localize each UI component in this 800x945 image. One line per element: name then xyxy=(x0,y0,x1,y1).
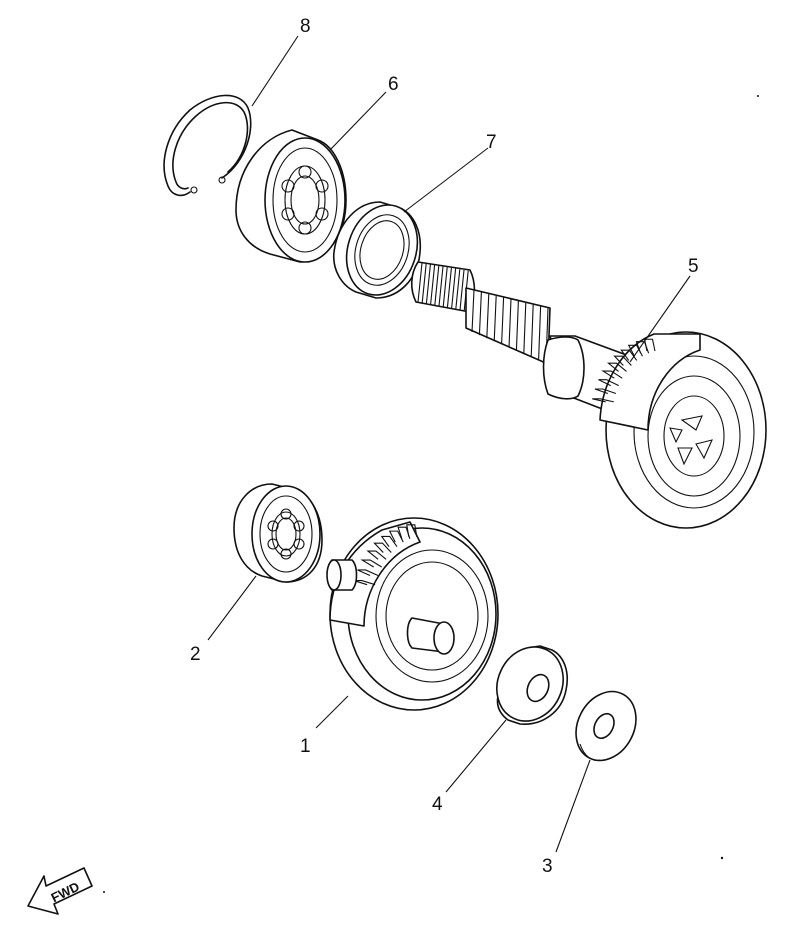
leader-5: 5 xyxy=(629,256,699,363)
leader-8: 8 xyxy=(251,16,311,107)
callout-1: 1 xyxy=(300,736,311,757)
scan-speck xyxy=(720,856,724,860)
callout-5: 5 xyxy=(688,256,699,277)
leader-6: 6 xyxy=(329,74,399,151)
gear-part-1 xyxy=(326,517,499,711)
callout-2: 2 xyxy=(190,644,201,665)
leader-3: 3 xyxy=(542,759,591,877)
callout-7: 7 xyxy=(486,132,497,153)
washer-part-4 xyxy=(496,645,568,725)
callout-8: 8 xyxy=(300,16,311,37)
callout-4: 4 xyxy=(432,794,443,815)
scan-speck xyxy=(757,95,759,97)
oil-seal-part-7 xyxy=(332,201,422,299)
leader-4: 4 xyxy=(432,719,507,815)
shaft-gear-part-5 xyxy=(410,261,767,529)
bearing-part-2 xyxy=(233,483,323,583)
washer-part-3 xyxy=(575,690,637,762)
leader-1: 1 xyxy=(300,695,349,757)
fwd-arrow-icon: FWD xyxy=(27,867,93,915)
circlip-part-8 xyxy=(163,94,252,197)
scan-speck xyxy=(103,891,105,893)
leader-7: 7 xyxy=(403,132,497,213)
callout-6: 6 xyxy=(388,74,399,95)
callout-3: 3 xyxy=(542,856,553,877)
leader-2: 2 xyxy=(190,575,257,665)
bearing-part-6 xyxy=(235,129,347,263)
